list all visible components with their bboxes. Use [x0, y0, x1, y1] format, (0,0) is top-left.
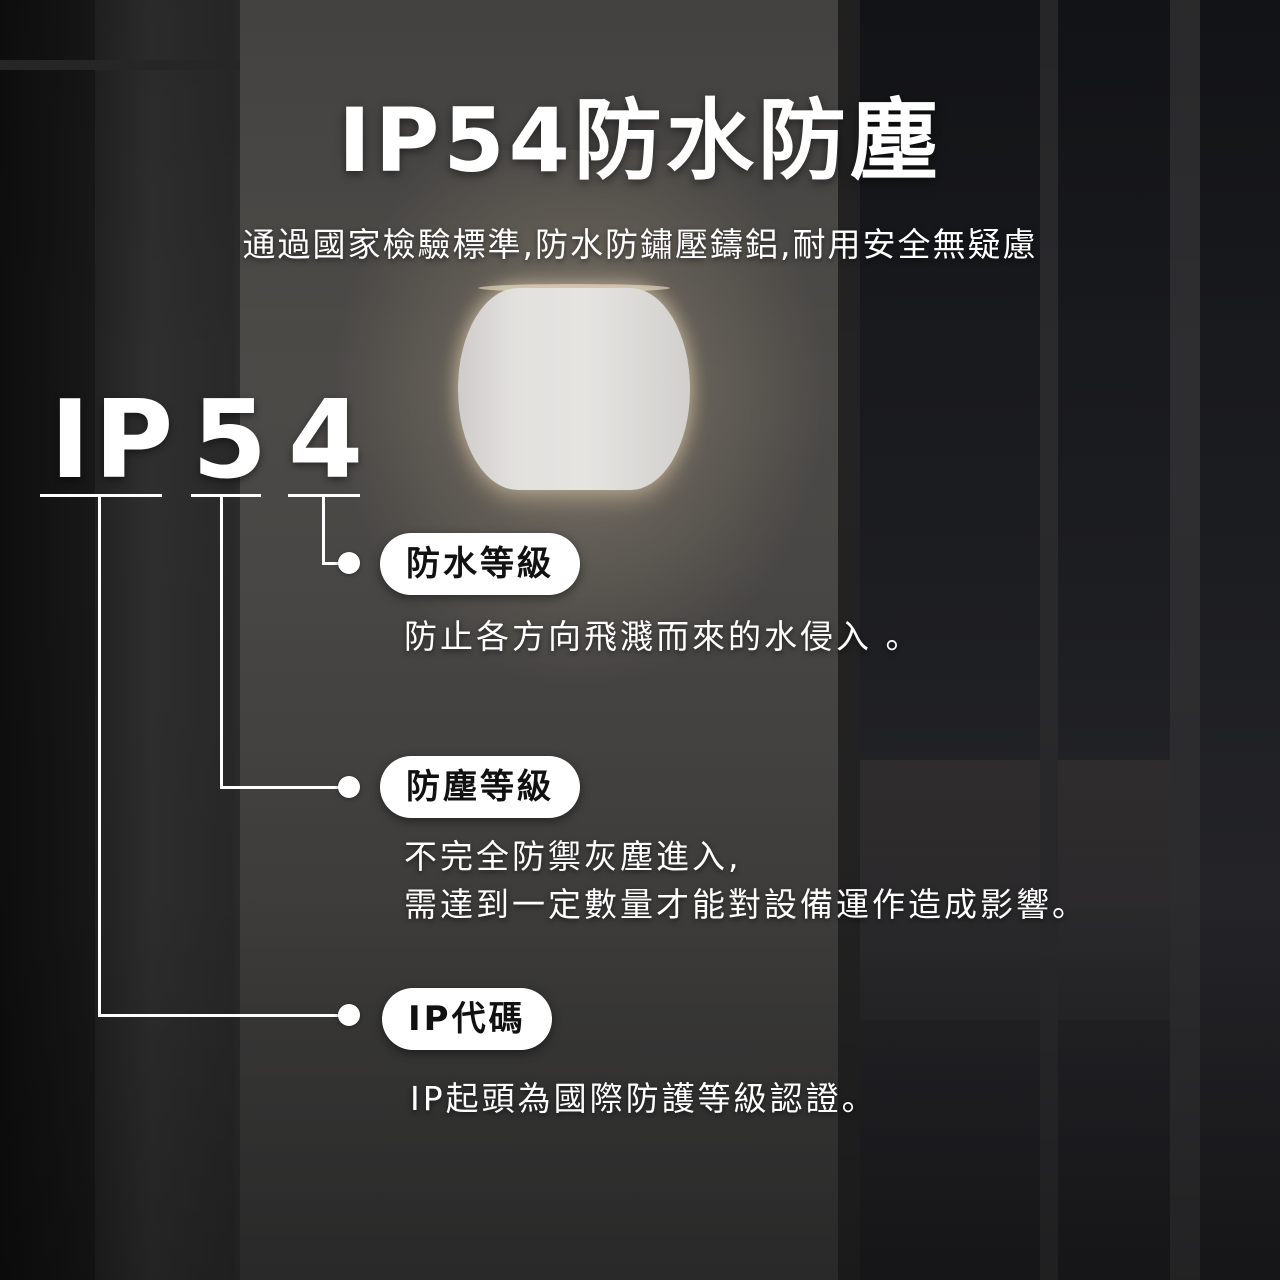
- connector-water-dot: [338, 552, 360, 574]
- ip-code-description: IP起頭為國際防護等級認證。: [410, 1079, 878, 1118]
- ip-code-digit-water: 4: [288, 378, 364, 503]
- connector-water-horizontal: [322, 562, 350, 565]
- ip-code-letters: IP: [50, 378, 178, 503]
- connector-ip-horizontal: [98, 1014, 350, 1017]
- connector-dust-vertical: [220, 494, 223, 788]
- connector-ip-vertical: [98, 494, 101, 1016]
- page-subtitle: 通過國家檢驗標準,防水防鏽壓鑄鋁,耐用安全無疑慮: [242, 225, 1038, 264]
- page-title: IP54防水防塵: [338, 89, 942, 192]
- ip-code-label: IP代碼: [382, 988, 552, 1050]
- underline-ip: [40, 494, 162, 497]
- background-window-frame-mid: [1040, 0, 1058, 1280]
- background-frame-rail: [0, 60, 240, 70]
- background-window-frame-right: [1170, 0, 1200, 1280]
- dust-rating-description-line1: 不完全防禦灰塵進入,: [404, 837, 742, 876]
- dust-rating-description-line2: 需達到一定數量才能對設備運作造成影響。: [404, 885, 1088, 924]
- background-dark-edge: [0, 0, 110, 1280]
- water-rating-label: 防水等級: [380, 533, 580, 595]
- connector-water-vertical: [322, 494, 325, 564]
- dust-rating-label: 防塵等級: [380, 756, 580, 818]
- wall-lamp-image: [458, 288, 690, 490]
- background-window: [860, 0, 1280, 1280]
- background-interior-shelf: [860, 760, 1170, 1020]
- background-window-frame-left: [838, 0, 860, 1280]
- background-door-frame: [95, 0, 235, 1280]
- connector-dust-horizontal: [220, 786, 350, 789]
- connector-ip-dot: [338, 1004, 360, 1026]
- water-rating-description: 防止各方向飛濺而來的水侵入 。: [404, 617, 922, 656]
- ip-code-digit-dust: 5: [192, 378, 268, 503]
- connector-dust-dot: [338, 776, 360, 798]
- background-wall: [240, 0, 840, 1280]
- underline-digit-5: [191, 494, 261, 497]
